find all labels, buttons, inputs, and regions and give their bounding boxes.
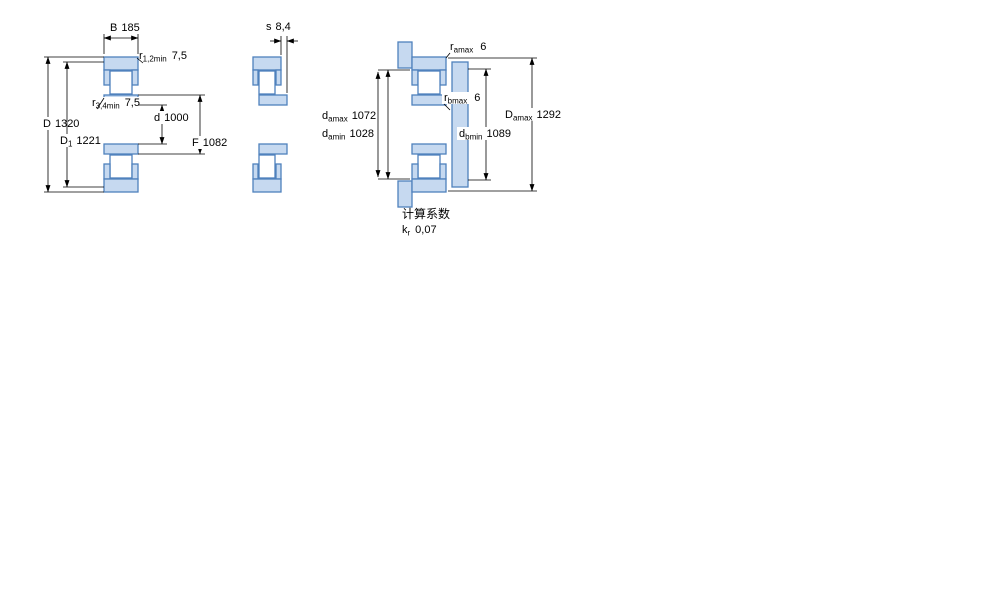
outer-ring-flange-right-bottom (275, 163, 282, 180)
inner-ring-top (258, 94, 288, 106)
outer-ring-bottom (103, 178, 139, 193)
dim-d-label-bg (152, 111, 193, 124)
inner-ring-bottom (103, 143, 139, 155)
dim-F-label-bg (190, 136, 231, 149)
housing-shoulder-bottom (397, 180, 413, 208)
outer-ring-flange-left-top (411, 69, 419, 86)
roller-top (258, 70, 276, 95)
outer-ring-flange-right-top (131, 69, 139, 86)
dim-dbmin-label-bg (457, 127, 515, 140)
outer-ring-flange-right-top (439, 69, 447, 86)
outer-ring-flange-right-top (275, 69, 282, 86)
outer-ring-flange-left-top (103, 69, 111, 86)
outer-ring-top (252, 56, 282, 71)
dim-D1-label-bg (58, 134, 103, 147)
roller-top (417, 70, 441, 95)
dim-Damax-label-bg (503, 108, 563, 121)
outer-ring-flange-left-bottom (252, 163, 259, 180)
dim-r12-leader (136, 57, 144, 64)
dim-rbmax-label-bg (442, 92, 490, 104)
outer-ring-flange-left-bottom (103, 163, 111, 180)
outer-ring-flange-left-top (252, 69, 259, 86)
roller-bottom (109, 154, 133, 179)
outer-ring-top (103, 56, 139, 71)
outer-ring-flange-right-bottom (439, 163, 447, 180)
roller-bottom (417, 154, 441, 179)
dim-D-label-bg (41, 117, 82, 130)
dim-ramax-leader (445, 52, 451, 59)
housing-shoulder-top (397, 41, 413, 69)
outer-ring-flange-left-bottom (411, 163, 419, 180)
roller-top (109, 70, 133, 95)
outer-ring-bottom (252, 178, 282, 193)
shaft-abutment-collar (451, 61, 469, 188)
dim-rbmax-leader (443, 103, 451, 111)
outer-ring-flange-right-bottom (131, 163, 139, 180)
inner-ring-top (411, 94, 447, 106)
calc-factors-title: 计算系数 (402, 206, 450, 221)
outer-ring-bottom (411, 178, 447, 193)
inner-ring-bottom (411, 143, 447, 155)
roller-bottom (258, 154, 276, 179)
dim-r34-label-bg (91, 97, 144, 108)
outer-ring-top (411, 56, 447, 71)
inner-ring-bottom (258, 143, 288, 155)
dim-r34-leader (96, 97, 105, 110)
